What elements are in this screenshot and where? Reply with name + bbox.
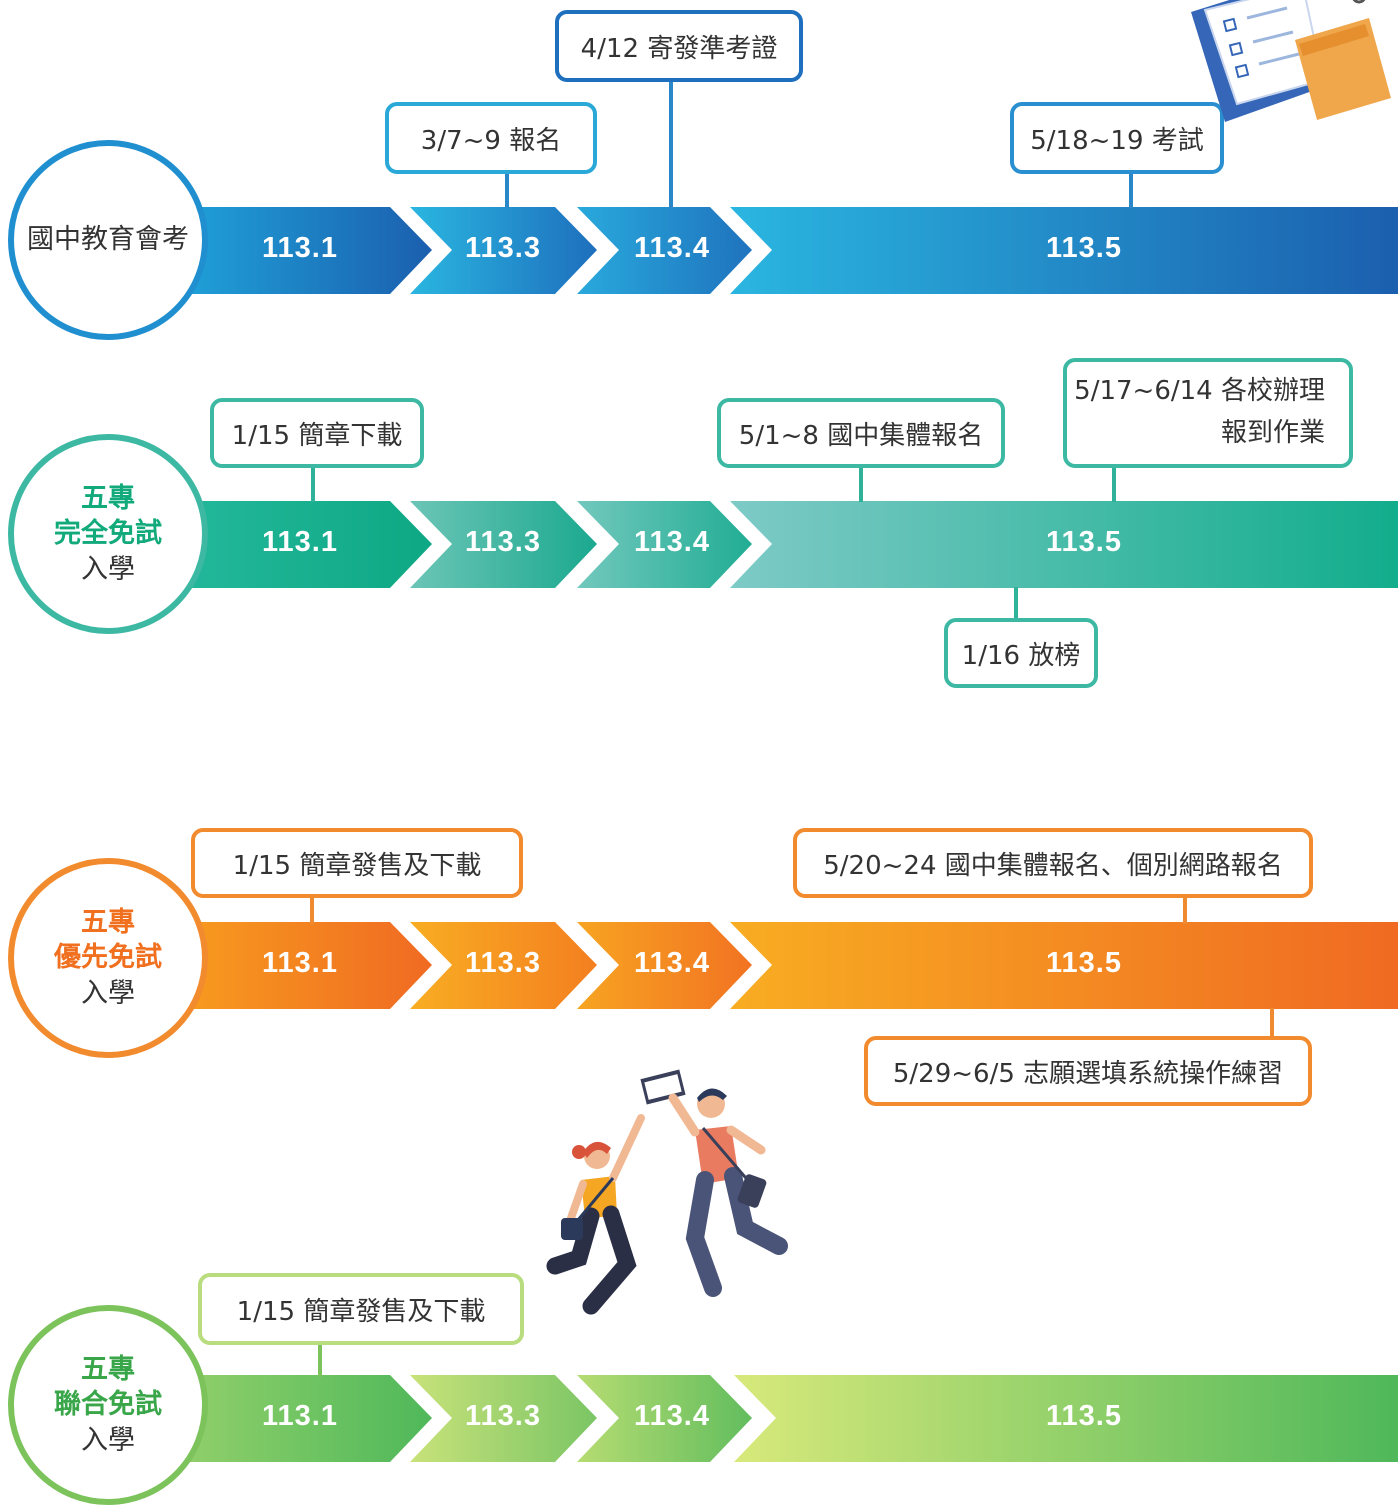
timeline-priority-exemption: 五專 優先免試 入學 113.1 113.3 113.4 113.5 1/15 … (0, 820, 1398, 1120)
segment-arrow (410, 501, 597, 588)
segment-arrow (577, 1375, 752, 1462)
row-label-circle: 國中教育會考 (8, 140, 208, 340)
segment-label: 113.5 (1046, 526, 1122, 558)
event-box: 1/16 放榜 (944, 618, 1098, 688)
segment-arrow (734, 1375, 1398, 1462)
connector-line (669, 80, 673, 208)
students-high-five-illustration (546, 1069, 788, 1315)
connector-line (1112, 466, 1116, 502)
segment-label: 113.3 (465, 1400, 541, 1432)
event-box-line: 報到作業 (1220, 418, 1325, 448)
segment-arrow (730, 207, 1398, 294)
segment-label: 113.1 (262, 232, 338, 264)
segment-label: 113.5 (1046, 947, 1122, 979)
row-label-line: 聯合免試 (54, 1389, 162, 1421)
segment-label: 113.1 (262, 947, 338, 979)
connector-line (318, 1343, 322, 1377)
event-box: 5/20~24 國中集體報名、個別網路報名 (793, 828, 1313, 898)
connector-line (1183, 896, 1187, 924)
segment-arrow (410, 922, 597, 1009)
event-box-multiline: 5/17~6/14 各校辦理 報到作業 (1063, 358, 1353, 468)
connector-line (1014, 587, 1018, 621)
timeline-cap: 國中教育會考 113.1 113.3 113.4 113.5 3/7~9 報名 … (0, 0, 1398, 360)
segment-arrow (190, 922, 432, 1009)
segment-arrow (577, 501, 752, 588)
segment-arrow (577, 207, 752, 294)
timeline-joint-arrows (190, 1375, 1398, 1462)
row-label-circle: 五專 聯合免試 入學 (8, 1305, 208, 1505)
row-label-line: 入學 (81, 553, 135, 585)
segment-label: 113.4 (634, 526, 710, 558)
row-label-circle: 五專 優先免試 入學 (8, 858, 208, 1058)
segment-arrow (410, 207, 597, 294)
segment-label: 113.4 (634, 947, 710, 979)
event-box: 5/29~6/5 志願選填系統操作練習 (864, 1036, 1312, 1106)
segment-arrow (577, 922, 752, 1009)
row-label-line: 五專 (81, 907, 135, 939)
event-box-line: 5/17~6/14 各校辦理 (1074, 376, 1325, 407)
event-box: 5/18~19 考試 (1010, 102, 1224, 174)
connector-line (859, 466, 863, 502)
row-label-line: 五專 (81, 1354, 135, 1386)
row-label-line: 完全免試 (54, 518, 162, 550)
timeline-priority-arrows (190, 922, 1398, 1009)
segment-label: 113.3 (465, 947, 541, 979)
timeline-full-arrows (190, 501, 1398, 588)
segment-label: 113.1 (262, 1400, 338, 1432)
row-label-line: 入學 (81, 1424, 135, 1456)
segment-arrow (190, 1375, 432, 1462)
segment-label: 113.1 (262, 526, 338, 558)
segment-label: 113.4 (634, 232, 710, 264)
segment-label: 113.5 (1046, 232, 1122, 264)
row-label-line: 優先免試 (54, 942, 162, 974)
connector-line (1270, 1008, 1274, 1038)
timeline-full-exemption: 五專 完全免試 入學 113.1 113.3 113.4 113.5 1/15 … (0, 350, 1398, 700)
timeline-cap-arrows (190, 207, 1398, 294)
exam-paper-notebook-illustration (1191, 0, 1391, 122)
connector-line (1129, 172, 1133, 208)
segment-label: 113.4 (634, 1400, 710, 1432)
segment-arrow (730, 501, 1398, 588)
event-box: 1/15 簡章發售及下載 (198, 1273, 524, 1345)
segment-arrow (730, 922, 1398, 1009)
event-box: 1/15 簡章發售及下載 (191, 828, 523, 898)
timeline-joint-exemption: 五專 聯合免試 入學 113.1 113.3 113.4 113.5 1/15 … (0, 1265, 1398, 1508)
segment-arrow (410, 1375, 597, 1462)
event-box: 4/12 寄發準考證 (555, 10, 803, 82)
connector-line (310, 896, 314, 924)
segment-arrow (190, 207, 432, 294)
segment-label: 113.5 (1046, 1400, 1122, 1432)
event-box: 3/7~9 報名 (385, 102, 597, 174)
event-box: 1/15 簡章下載 (210, 398, 424, 468)
row-label-line: 國中教育會考 (27, 224, 189, 256)
row-label-line: 五專 (81, 483, 135, 515)
connector-line (311, 466, 315, 502)
segment-label: 113.3 (465, 526, 541, 558)
segment-arrow (190, 501, 432, 588)
segment-label: 113.3 (465, 232, 541, 264)
row-label-line: 入學 (81, 977, 135, 1009)
event-box: 5/1~8 國中集體報名 (717, 398, 1005, 468)
row-label-circle: 五專 完全免試 入學 (8, 434, 208, 634)
connector-line (505, 172, 509, 208)
